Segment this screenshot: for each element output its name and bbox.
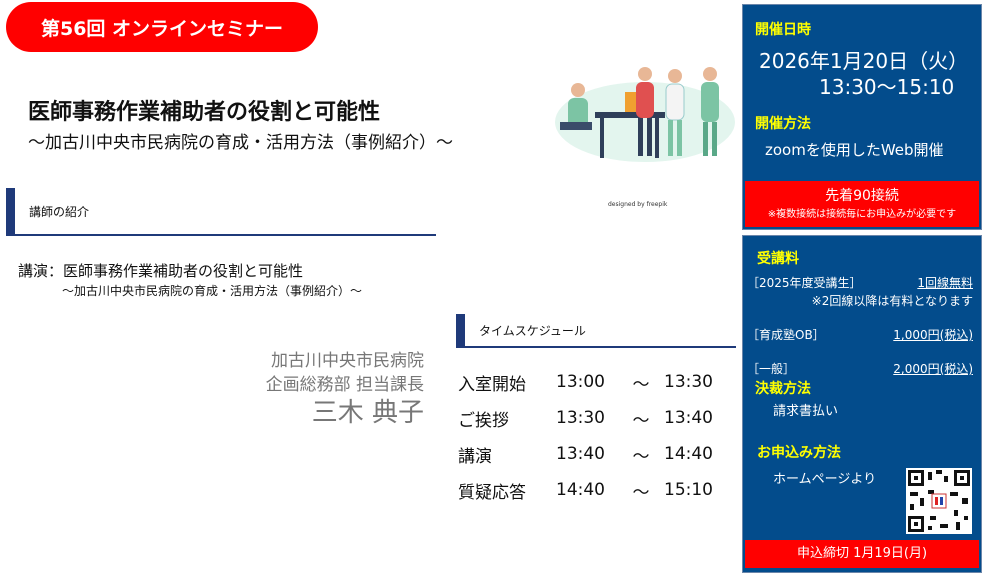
row-start: 13:30 — [556, 408, 605, 428]
fee-price: 2,000円(税込) — [893, 362, 973, 376]
schedule-row: 質疑応答 14:40 ～ 15:10 — [458, 472, 713, 508]
lecture-subtitle: ～加古川中央市民病院の育成・活用方法（事例紹介）～ — [62, 284, 363, 298]
page-subtitle: ～加古川中央市民病院の育成・活用方法（事例紹介）～ — [28, 133, 453, 153]
method-label: 開催方法 — [755, 116, 811, 132]
fee-category: ［2025年度受講生］ — [747, 276, 862, 290]
fee-label: 受講料 — [757, 251, 799, 267]
event-info-panel: 開催日時 2026年1月20日（火） 13:30～15:10 開催方法 zoom… — [742, 4, 982, 230]
lecture-title: 講演：医師事務作業補助者の役割と可能性 — [18, 262, 304, 280]
page-title: 医師事務作業補助者の役割と可能性 — [28, 100, 381, 125]
row-sep: ～ — [632, 446, 650, 467]
fee-info-panel: 受講料 ［2025年度受講生］ 1回線無料 ※2回線以降は有料となります ［育成… — [742, 235, 982, 573]
row-end: 13:30 — [664, 372, 713, 392]
row-sep: ～ — [632, 410, 650, 431]
fee-price: 1回線無料 — [917, 276, 973, 290]
speaker-section-heading: 講師の紹介 — [6, 188, 436, 236]
schedule-table: 入室開始 13:00 ～ 13:30 ご挨拶 13:30 ～ 13:40 講演 13:40 ～ 1… — [458, 364, 713, 508]
seminar-badge: 第56回 オンラインセミナー — [6, 2, 318, 52]
fee-note: ※2回線以降は有料となります — [811, 294, 973, 308]
row-start: 14:40 — [556, 480, 605, 500]
payment-method: 請求書払い — [773, 404, 839, 419]
row-sep: ～ — [632, 482, 650, 503]
row-sep: ～ — [632, 374, 650, 395]
row-end: 15:10 — [664, 480, 713, 500]
apply-label: お申込み方法 — [757, 445, 841, 461]
fee-price: 1,000円(税込) — [893, 328, 973, 342]
event-time: 13:30～15:10 — [819, 75, 955, 99]
speaker-name: 三木 典子 — [311, 398, 424, 428]
schedule-row: 入室開始 13:00 ～ 13:30 — [458, 364, 713, 400]
event-date: 2026年1月20日（火） — [759, 49, 969, 73]
speaker-dept: 企画総務部 担当課長 — [265, 375, 424, 395]
schedule-heading: タイムスケジュール — [456, 314, 736, 348]
apply-method: ホームページより — [773, 472, 877, 487]
capacity-banner: 先着90接続 ※複数接続は接続毎にお申込みが必要です — [745, 181, 979, 227]
payment-label: 決裁方法 — [755, 381, 811, 397]
row-end: 13:40 — [664, 408, 713, 428]
row-start: 13:40 — [556, 444, 605, 464]
illustration-credit: designed by freepik — [608, 201, 668, 208]
fee-category: ［育成塾OB］ — [747, 328, 825, 342]
fee-category: ［一般］ — [747, 362, 796, 376]
row-label: 入室開始 — [458, 374, 526, 395]
capacity: 先着90接続 — [825, 188, 899, 204]
qr-code[interactable] — [906, 468, 972, 534]
speaker-org: 加古川中央市民病院 — [271, 351, 424, 371]
row-label: 講演 — [458, 446, 492, 467]
row-end: 14:40 — [664, 444, 713, 464]
row-start: 13:00 — [556, 372, 605, 392]
schedule-row: 講演 13:40 ～ 14:40 — [458, 436, 713, 472]
medical-staff-illustration — [555, 67, 735, 162]
capacity-note: ※複数接続は接続毎にお申込みが必要です — [767, 209, 957, 220]
event-method: zoomを使用したWeb開催 — [765, 141, 944, 159]
date-label: 開催日時 — [755, 22, 811, 38]
row-label: ご挨拶 — [458, 410, 509, 431]
deadline-banner: 申込締切 1月19日(月) — [745, 540, 979, 568]
schedule-row: ご挨拶 13:30 ～ 13:40 — [458, 400, 713, 436]
row-label: 質疑応答 — [458, 482, 526, 503]
